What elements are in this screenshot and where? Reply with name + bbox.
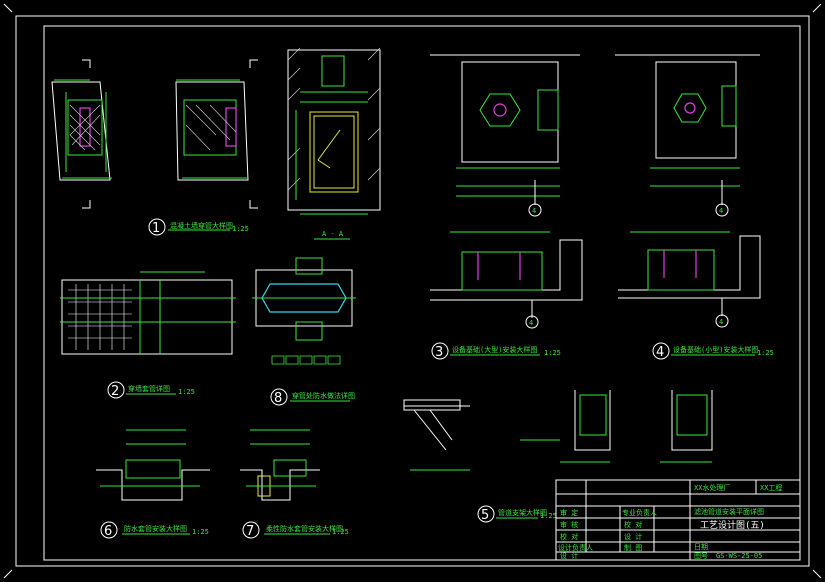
corner-ticks — [3, 3, 822, 579]
title-drawing-1: 滤池管道安装平面详图 — [694, 507, 764, 516]
detail-5-label: 管道支架大样图 — [498, 508, 547, 517]
detail-3-section — [430, 231, 583, 318]
detail-6-drawing — [96, 429, 210, 501]
title-row-mid-0: 专业负责人 — [622, 508, 657, 517]
detail-8-label: 穿管处防水做法详图 — [292, 391, 355, 400]
detail-4-section — [618, 231, 761, 316]
detail-1-number-circle — [148, 218, 166, 236]
detail-6-label: 防水套管安装大样图 — [124, 524, 187, 533]
detail-7-number: 7 — [246, 524, 254, 539]
detail-4-plan — [615, 54, 760, 205]
detail-4-plan-marker: 4 — [719, 207, 723, 215]
detail-6-number-circle — [100, 521, 118, 539]
title-company: XX水处理厂 — [694, 483, 730, 492]
detail-3-number: 3 — [435, 345, 443, 360]
title-row-left-1: 审 核 — [560, 520, 578, 529]
detail-4-label: 设备基础(小型)安装大样图 — [673, 345, 758, 354]
detail-3-plan-marker: 4 — [532, 207, 536, 215]
detail-5-scale: 1:25 — [540, 512, 557, 520]
detail-2-label: 穿墙套管详图 — [128, 384, 170, 393]
title-no-label: 图号 — [694, 552, 708, 560]
detail-1-label: 混凝土墙穿管大样图 — [170, 221, 233, 230]
detail-5-drawing — [403, 390, 713, 471]
detail-5-number-circle — [477, 505, 495, 523]
title-row-mid-1: 校 对 — [624, 520, 642, 529]
detail-1-number: 1 — [152, 221, 160, 236]
detail-4-number-circle — [652, 342, 670, 360]
detail-4-scale: 1:25 — [757, 349, 774, 357]
title-row-mid-3: 制 图 — [624, 543, 642, 552]
title-row-left-3: 设计负责人 — [558, 543, 593, 552]
detail-3-scale: 1:25 — [544, 349, 561, 357]
section-aa-label: A - A — [322, 230, 344, 238]
detail-3-number-circle — [431, 342, 449, 360]
title-row-mid-2: 设 计 — [624, 532, 642, 541]
detail-1-scale: 1:25 — [232, 225, 249, 233]
detail-4-number: 4 — [656, 345, 664, 360]
detail-3-label: 设备基础(大型)安装大样图 — [452, 345, 537, 354]
detail-6-number: 6 — [104, 524, 112, 539]
title-project: XX工程 — [760, 483, 782, 492]
detail-7-drawing — [240, 429, 320, 501]
detail-4-section-marker: 4 — [719, 318, 723, 326]
detail-7-number-circle — [242, 521, 260, 539]
detail-3-section-marker: 4 — [529, 319, 533, 327]
detail-2-number: 2 — [111, 384, 119, 399]
detail-2-number-circle — [107, 381, 125, 399]
detail-7-label: 柔性防水套管安装大样图 — [266, 524, 343, 533]
title-drawing-2: 工艺设计图(五) — [700, 519, 765, 531]
detail-8-number: 8 — [274, 391, 282, 406]
detail-3-plan — [430, 54, 580, 205]
detail-8-drawing — [252, 257, 356, 365]
title-date-label: 日期 — [694, 543, 708, 551]
title-row-left-2: 校 对 — [560, 532, 578, 541]
section-aa-drawing — [287, 47, 381, 215]
title-row-left-0: 审 定 — [560, 508, 578, 517]
detail-6-scale: 1:25 — [192, 528, 209, 536]
title-row-left-4: 设 计 — [560, 551, 578, 560]
title-drawing-no: GS-WS-25-05 — [716, 552, 762, 560]
detail-8-number-circle — [270, 388, 288, 406]
sheet-inner-border — [43, 25, 801, 561]
detail-5-number: 5 — [481, 508, 489, 523]
detail-7-scale: 1:25 — [332, 528, 349, 536]
sheet-outer-border — [15, 15, 810, 567]
detail-2-drawing — [60, 271, 236, 355]
detail-2-scale: 1:25 — [178, 388, 195, 396]
detail-1-drawing — [51, 59, 258, 209]
title-block — [555, 479, 801, 561]
